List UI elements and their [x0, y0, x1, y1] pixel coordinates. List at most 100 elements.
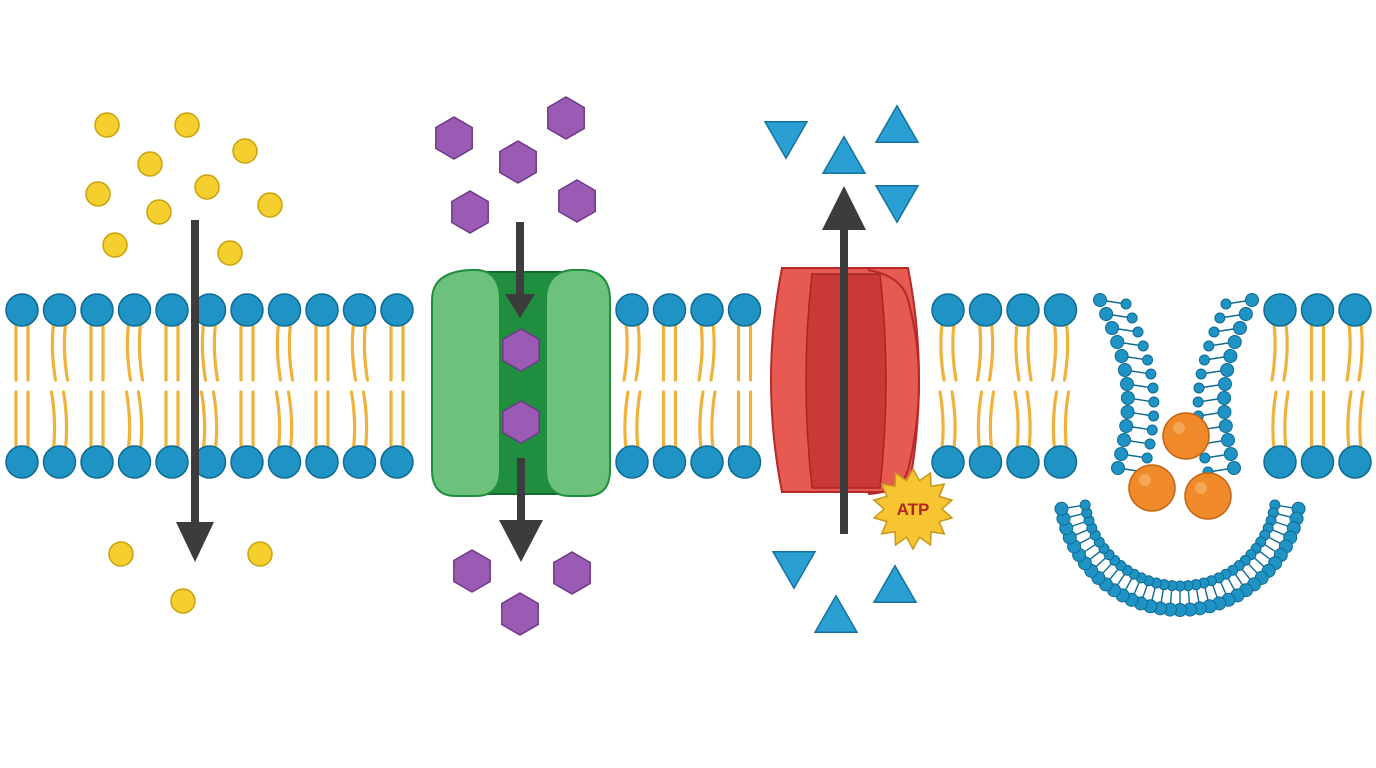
phospholipid-head	[117, 293, 152, 327]
lipid-tail	[635, 390, 642, 450]
blue-molecule	[872, 564, 918, 604]
cargo-particle	[1162, 412, 1210, 460]
lipid-tail	[1051, 390, 1059, 450]
vesicle-head-inner	[1132, 326, 1144, 338]
vesicle-head-outer	[1093, 293, 1107, 307]
yellow-molecule	[94, 112, 120, 138]
lipid-tail	[1013, 390, 1020, 450]
phospholipid-head	[727, 293, 762, 327]
cargo-particle	[1184, 472, 1232, 520]
vesicle-head-inner	[1195, 368, 1207, 380]
blue-molecule	[821, 135, 867, 175]
vesicle-head-inner	[1208, 326, 1220, 338]
lipid-tail	[1270, 322, 1277, 382]
lipid-tail	[1283, 390, 1290, 450]
phospholipid-head	[342, 293, 377, 327]
lipid-tail	[697, 322, 704, 382]
lipid-tail	[938, 390, 945, 450]
phospholipid-head	[267, 445, 302, 479]
vesicle-head-outer	[1117, 433, 1131, 447]
vesicle-head-inner	[1144, 438, 1156, 450]
blue-molecule	[813, 594, 859, 634]
lipid-tail	[950, 390, 957, 450]
phospholipid-head	[1300, 293, 1335, 327]
vesicle-head-outer	[1245, 293, 1259, 307]
lipid-tail	[199, 390, 207, 450]
vesicle-head-outer	[1233, 321, 1247, 335]
transport-arrows	[176, 186, 866, 562]
phospholipid-head	[42, 445, 77, 479]
vesicle-head-outer	[1217, 405, 1232, 419]
lipid-tail	[976, 390, 984, 450]
phospholipid-head	[230, 445, 264, 479]
phospholipid-head	[305, 293, 339, 327]
phospholipid-head	[1263, 293, 1297, 327]
vesicle-head-outer	[1223, 349, 1238, 363]
vesicle-head-inner	[1193, 382, 1205, 394]
atp-burst-icon: ATP	[872, 467, 954, 551]
lipid-tail	[274, 390, 282, 450]
lipid-tail	[287, 322, 295, 382]
phospholipid-head	[1263, 445, 1297, 479]
lipid-tail	[211, 390, 219, 450]
lipid-tail	[124, 390, 132, 450]
channel-right-subunit	[545, 269, 611, 497]
phospholipid-head	[155, 445, 189, 479]
vesicle-head-outer	[1120, 405, 1135, 419]
vesicle-head-inner	[1148, 410, 1160, 422]
vesicle-head-outer	[1105, 321, 1119, 335]
vesicle-head-inner	[1203, 340, 1215, 352]
phospholipid-head	[652, 445, 687, 479]
vesicle-head-outer	[1114, 447, 1129, 461]
phospholipid-head	[1043, 293, 1078, 327]
phospholipid-head	[727, 445, 762, 479]
phospholipid-head	[1338, 445, 1372, 479]
vesicle-head-outer	[1054, 501, 1069, 516]
phospholipid-head	[1043, 445, 1078, 479]
vesicle-head-inner	[1126, 312, 1138, 324]
vesicle-head-outer	[1227, 335, 1242, 349]
vesicle-head-inner	[1192, 396, 1204, 408]
vesicle-head-inner	[1147, 382, 1159, 394]
lipid-tail	[1346, 390, 1353, 450]
cargo-highlight	[1173, 422, 1185, 434]
yellow-molecule	[247, 541, 273, 567]
yellow-molecule	[137, 151, 163, 177]
lipid-tail	[623, 390, 630, 450]
vesicle-head-inner	[1137, 340, 1149, 352]
lipid-tail	[709, 322, 716, 382]
vesicle-head-inner	[1146, 424, 1158, 436]
yellow-molecule	[194, 174, 220, 200]
vesicle-head-outer	[1217, 391, 1232, 405]
phospholipid-head	[1006, 445, 1040, 479]
purple-molecule	[553, 551, 591, 595]
phospholipid-head	[931, 445, 965, 479]
phospholipid-head	[968, 445, 1003, 479]
yellow-molecule	[257, 192, 283, 218]
yellow-molecule	[217, 240, 243, 266]
purple-molecule	[499, 140, 537, 184]
cargo-particle	[1128, 464, 1176, 512]
lipid-tail	[61, 390, 69, 450]
lipid-tail	[136, 390, 144, 450]
down-arrow-icon	[499, 458, 543, 562]
phospholipid-head	[42, 293, 77, 327]
purple-molecule	[453, 549, 491, 593]
vesicle-head-outer	[1120, 391, 1135, 405]
phospholipid-heads	[5, 293, 1372, 479]
channel-protein	[431, 269, 611, 497]
yellow-molecule	[170, 588, 196, 614]
yellow-molecule	[85, 181, 111, 207]
yellow-molecule	[108, 541, 134, 567]
up-arrow-icon	[822, 186, 866, 534]
vesicle-head-inner	[1214, 312, 1226, 324]
purple-molecule	[435, 116, 473, 160]
phospholipid-head	[615, 445, 649, 479]
vesicle-head-outer	[1220, 363, 1235, 377]
lipid-tail	[1357, 322, 1364, 382]
vesicle-head-outer	[1111, 461, 1125, 475]
lipid-tail	[1271, 390, 1278, 450]
vesicle-head-inner	[1120, 298, 1132, 310]
blue-molecule	[874, 184, 920, 224]
